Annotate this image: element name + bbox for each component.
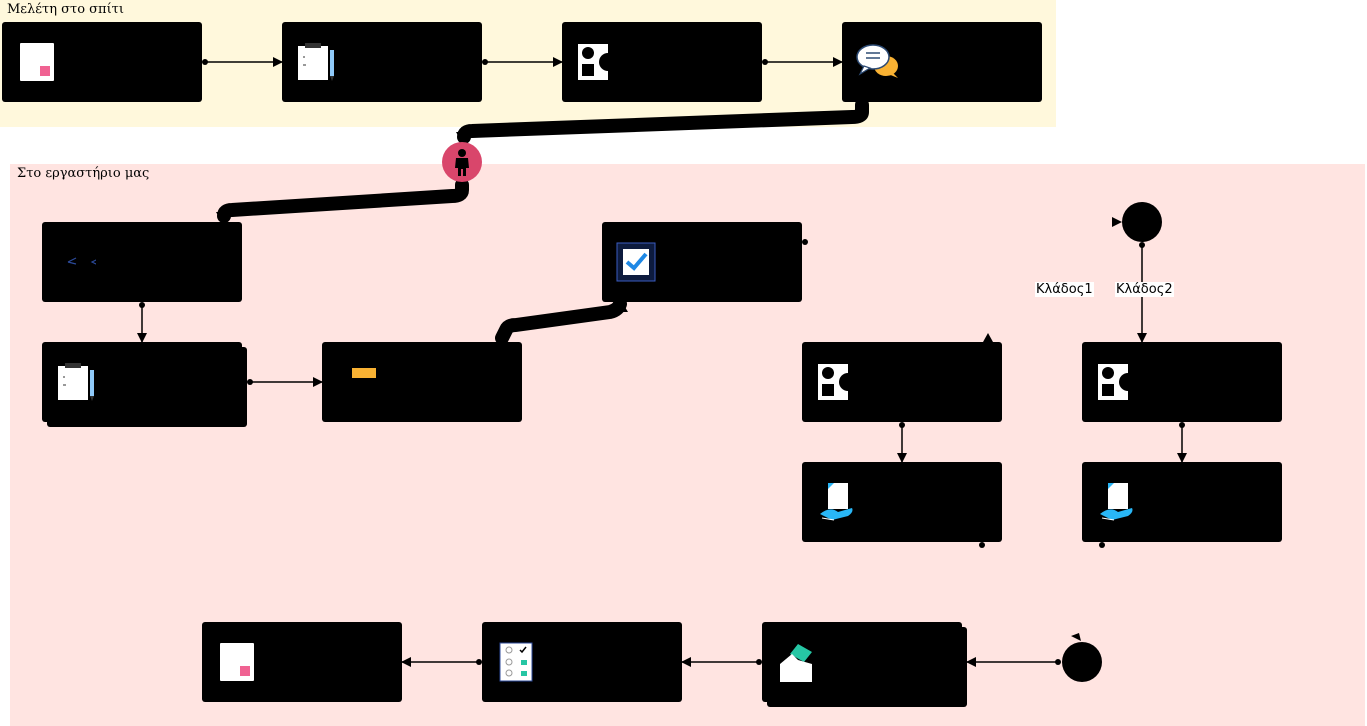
- lane-title: Μελέτη στο σπίτι: [7, 2, 124, 17]
- shapes-icon: [818, 364, 856, 400]
- hand-document-icon: [1100, 483, 1133, 521]
- checklist-icon: [499, 642, 533, 682]
- branch-merge-node[interactable]: [1062, 642, 1102, 682]
- home-step-4[interactable]: [842, 22, 1042, 102]
- lane-title: Στο εργαστήριο μας: [17, 166, 150, 181]
- home-step-1[interactable]: [2, 22, 202, 102]
- lab-step-tickets[interactable]: [322, 342, 522, 422]
- clipboard-pencil-icon: [58, 363, 94, 401]
- chat-bubbles-icon: [856, 44, 898, 78]
- branch-label-2: Κλάδος2: [1115, 282, 1174, 297]
- lab-step-verify[interactable]: [602, 222, 802, 302]
- tickets-icon: [352, 368, 376, 378]
- branch1-step-shapes[interactable]: [802, 342, 1002, 422]
- ballot-box-icon: [780, 644, 812, 682]
- lab-step-note-final[interactable]: [202, 622, 402, 702]
- home-step-3[interactable]: [562, 22, 762, 102]
- branch2-step-submit[interactable]: [1082, 462, 1282, 542]
- clipboard-pencil-icon: [298, 43, 334, 81]
- verified-badge-icon: [616, 242, 656, 282]
- sticky-note-icon: [20, 43, 54, 81]
- branch1-step-submit[interactable]: [802, 462, 1002, 542]
- shapes-icon: [578, 44, 616, 80]
- branch-label-1: Κλάδος1: [1035, 282, 1094, 297]
- branch2-step-shapes[interactable]: [1082, 342, 1282, 422]
- lab-step-checklist[interactable]: [482, 622, 682, 702]
- code-brackets-icon: [67, 257, 96, 265]
- lab-step-code[interactable]: [42, 222, 242, 302]
- lab-step-clipboard[interactable]: [42, 342, 242, 422]
- home-step-2[interactable]: [282, 22, 482, 102]
- shapes-icon: [1098, 364, 1136, 400]
- sticky-note-icon: [220, 643, 254, 681]
- lab-step-ballot[interactable]: [762, 622, 962, 702]
- person-icon: [455, 149, 469, 176]
- branch-split-node[interactable]: [1122, 202, 1162, 242]
- hand-document-icon: [820, 483, 853, 521]
- start-person-marker: [442, 142, 482, 182]
